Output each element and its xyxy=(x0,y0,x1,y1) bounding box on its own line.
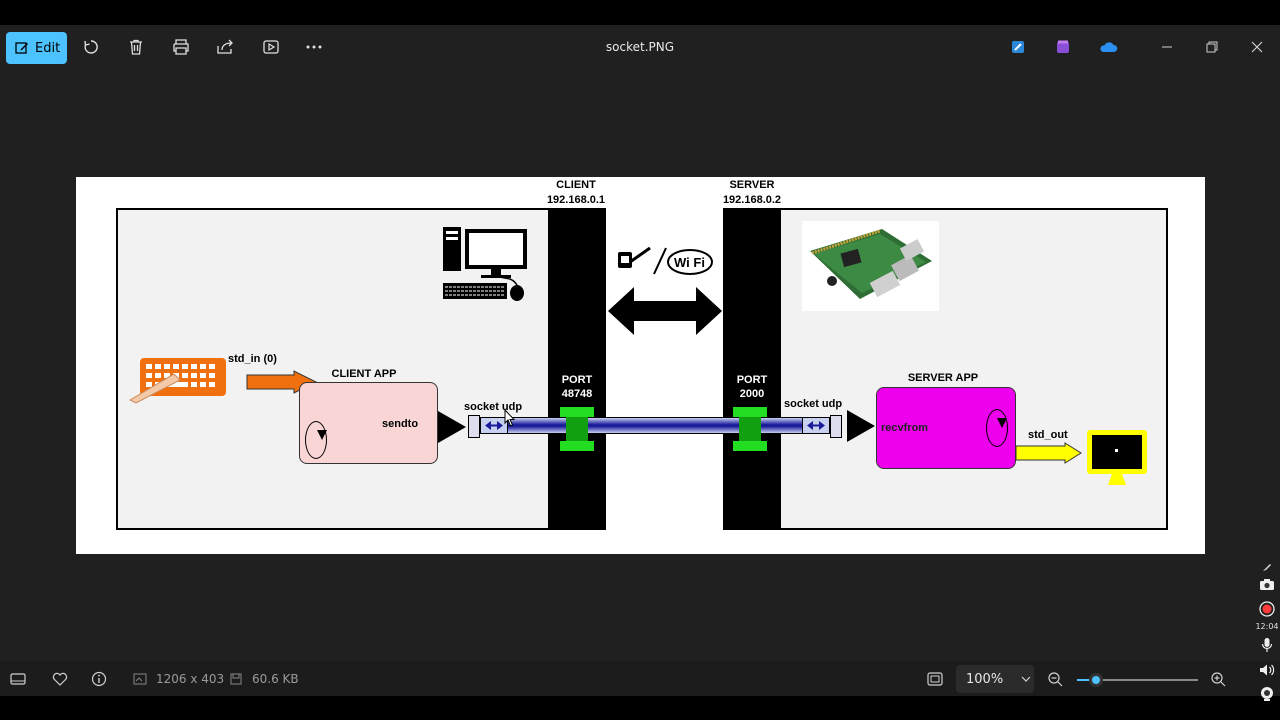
onedrive-icon[interactable] xyxy=(1098,37,1118,57)
zoom-slider[interactable] xyxy=(1077,673,1198,687)
server-header: SERVER xyxy=(729,179,775,191)
delete-icon[interactable] xyxy=(126,37,146,57)
edit-icon xyxy=(15,42,28,54)
udp-pipe xyxy=(468,417,841,434)
minimize-button[interactable] xyxy=(1157,37,1177,57)
zoom-slider-fill xyxy=(1077,679,1097,681)
designer-icon[interactable] xyxy=(1008,37,1028,57)
server-app-title: SERVER APP xyxy=(907,372,979,384)
ethernet-wifi-icon: Wi Fi xyxy=(618,246,713,275)
server-loop-icon xyxy=(986,409,1008,447)
pen-icon[interactable] xyxy=(1258,558,1276,576)
std-in-label: std_in (0) xyxy=(228,353,277,365)
fit-to-window-icon[interactable] xyxy=(926,670,944,688)
client-ip: 192.168.0.1 xyxy=(546,194,606,206)
close-button[interactable] xyxy=(1247,37,1267,57)
server-ip: 192.168.0.2 xyxy=(722,194,782,206)
keyboard-icon xyxy=(128,358,226,404)
chevron-down-icon xyxy=(1021,676,1031,682)
rotate-icon[interactable] xyxy=(81,37,101,57)
server-input-arrow xyxy=(847,410,875,442)
info-icon[interactable] xyxy=(90,670,108,688)
client-output-arrow xyxy=(438,411,466,443)
client-loop-arrow xyxy=(317,430,327,440)
record-icon[interactable] xyxy=(1258,600,1276,618)
left-valve-arrow-icon xyxy=(485,421,503,430)
client-app-title: CLIENT APP xyxy=(331,368,397,380)
raspberry-pi-image xyxy=(802,221,939,311)
bidirectional-arrow-icon xyxy=(608,287,722,335)
image-dimensions: 1206 x 403 xyxy=(156,672,225,686)
socket-left-label: socket udp xyxy=(464,401,523,413)
slideshow-icon[interactable] xyxy=(261,37,281,57)
clipchamp-icon[interactable] xyxy=(1053,37,1073,57)
record-timer: 12:04 xyxy=(1255,621,1279,631)
recorder-toolbar: 12:04 xyxy=(1254,558,1280,708)
client-port-number: 48748 xyxy=(561,388,593,400)
edit-button[interactable]: Edit xyxy=(6,32,67,64)
mouse-cursor-icon xyxy=(504,409,516,427)
file-size: 60.6 KB xyxy=(252,672,299,686)
std-out-label: std_out xyxy=(1028,429,1068,441)
std-out-arrow xyxy=(1015,442,1082,464)
server-nic xyxy=(723,208,781,530)
dimensions-icon xyxy=(131,670,149,688)
server-port-label: PORT xyxy=(736,374,768,386)
favorite-icon[interactable] xyxy=(51,670,69,688)
print-icon[interactable] xyxy=(171,37,191,57)
zoom-out-icon[interactable] xyxy=(1046,670,1064,688)
speaker-icon[interactable] xyxy=(1258,661,1276,679)
server-recvfrom-label: recvfrom xyxy=(881,422,929,434)
camera-icon[interactable] xyxy=(1258,575,1276,593)
window-title: socket.PNG xyxy=(605,40,675,54)
client-loop-icon xyxy=(305,421,327,459)
pipe-right-cap xyxy=(830,415,842,438)
computer-icon xyxy=(443,227,527,301)
server-loop-arrow xyxy=(997,418,1007,428)
client-nic xyxy=(548,208,606,530)
server-port-icon xyxy=(733,407,767,451)
socket-right-label: socket udp xyxy=(784,398,843,410)
pipe-left-cap xyxy=(468,415,480,438)
client-port-label: PORT xyxy=(561,374,593,386)
restore-button[interactable] xyxy=(1202,37,1222,57)
status-bar: 1206 x 403 60.6 KB 100% xyxy=(0,661,1280,696)
client-port-icon xyxy=(560,407,594,451)
toolbar: Edit socket.PNG xyxy=(0,25,1280,71)
zoom-dropdown[interactable]: 100% xyxy=(956,665,1034,693)
right-valve-arrow-icon xyxy=(807,421,825,430)
share-icon[interactable] xyxy=(216,37,236,57)
monitor-icon xyxy=(1087,430,1147,485)
filmstrip-icon[interactable] xyxy=(9,670,27,688)
zoom-value: 100% xyxy=(966,671,1004,687)
photos-app-window: Edit socket.PNG xyxy=(0,25,1280,701)
webcam-icon[interactable] xyxy=(1258,685,1276,703)
client-sendto-label: sendto xyxy=(382,418,419,430)
more-icon[interactable] xyxy=(304,37,324,57)
filesize-icon xyxy=(227,670,245,688)
zoom-in-icon[interactable] xyxy=(1209,670,1227,688)
server-nic-label: NIC xyxy=(742,542,762,554)
wifi-label: Wi Fi xyxy=(674,255,705,270)
client-header: CLIENT xyxy=(556,179,596,191)
image-canvas[interactable]: CLIENT 192.168.0.1 SERVER 192.168.0.2 Wi… xyxy=(76,177,1205,554)
microphone-icon[interactable] xyxy=(1258,636,1276,654)
client-nic-label: NIC xyxy=(567,542,587,554)
server-port-number: 2000 xyxy=(739,388,765,400)
edit-label: Edit xyxy=(35,40,61,56)
zoom-slider-thumb[interactable] xyxy=(1089,673,1104,687)
